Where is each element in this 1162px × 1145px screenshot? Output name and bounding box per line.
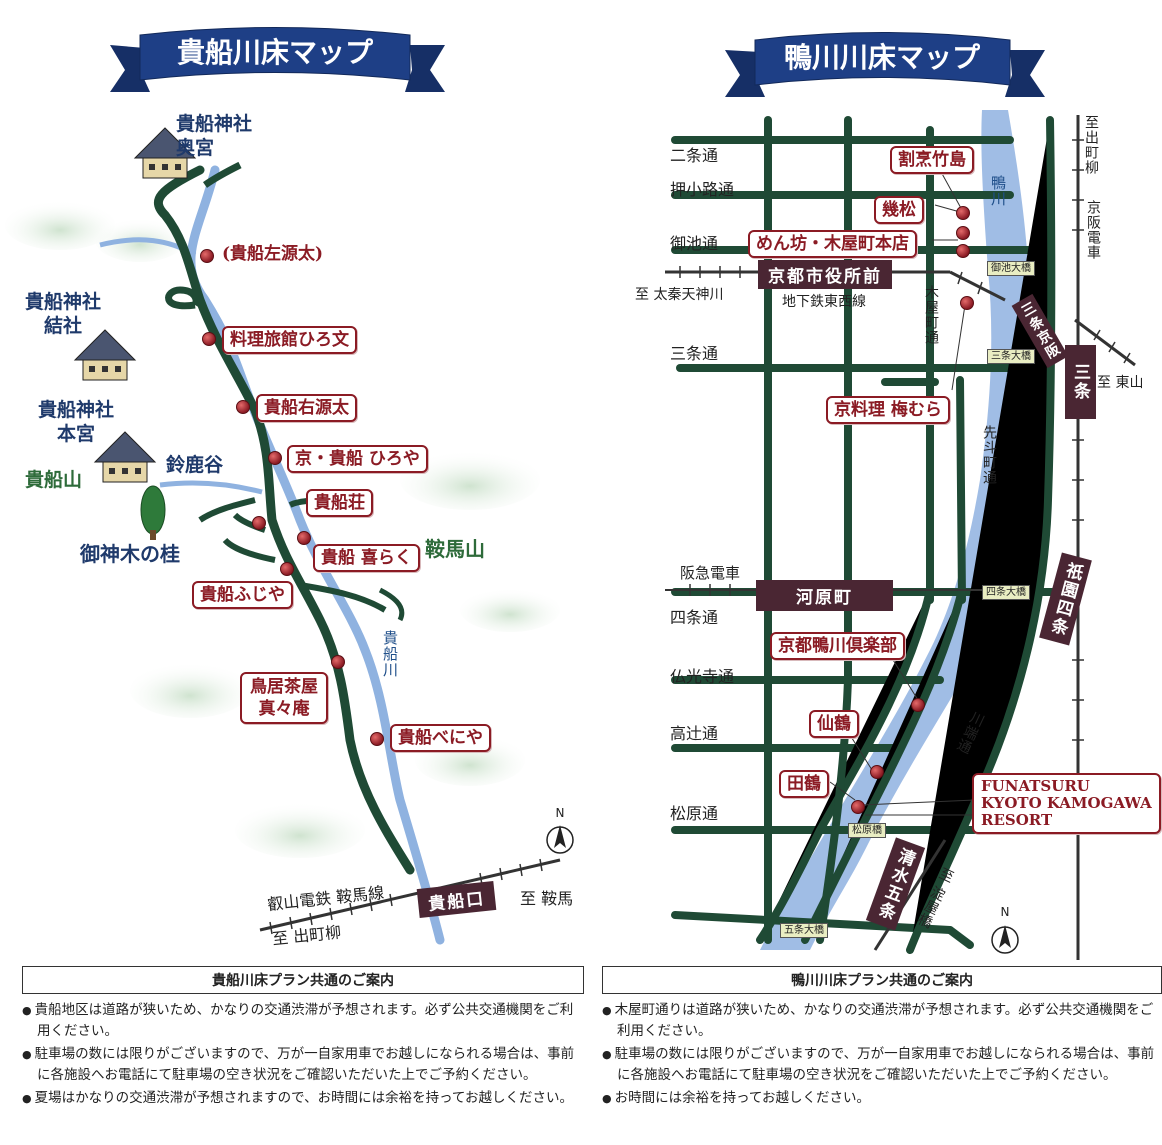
kibune-river (186, 165, 445, 945)
place-goshinboku: 御神木の桂 (80, 542, 180, 566)
shop-kibune-sagenta[interactable]: (貴船左源太) (216, 242, 330, 266)
bridge-oike: 御池大橋 (987, 261, 1035, 276)
kibune-railway (259, 858, 561, 935)
shop-kibunesou[interactable]: 貴船荘 (306, 489, 373, 517)
hills (5, 200, 560, 858)
kamogawa-banner-title: 鴨川川床マップ (784, 41, 981, 74)
shop-senkaku[interactable]: 仙鶴 (809, 710, 859, 738)
street-shijo: 四条通 (670, 608, 719, 627)
street-matsubara: 松原通 (670, 804, 719, 823)
kibune-road (154, 165, 415, 875)
street-oike: 御池通 (670, 234, 719, 253)
shop-pin[interactable] (911, 698, 925, 712)
shop-pin[interactable] (297, 531, 311, 545)
leader-lines (829, 169, 976, 816)
bridge-matsubara: 松原橋 (848, 823, 886, 838)
shop-kamogawa-club[interactable]: 京都鴨川倶楽部 (770, 632, 905, 660)
kibune-map: 貴船川床マップ (0, 0, 590, 960)
pontocho-street-label: 先斗町通 (981, 425, 997, 485)
kamogawa-notice-list: 木屋町通りは道路が狭いため、かなりの交通渋滞が予想されます。必ず公共交通機関をご… (602, 1000, 1162, 1109)
shop-pin[interactable] (236, 400, 250, 414)
kamogawa-river-label: 鴨川 (989, 175, 1007, 207)
shop-ikumatsu[interactable]: 幾松 (874, 196, 924, 224)
kibune-banner: 貴船川床マップ (110, 27, 445, 92)
street-sanjo: 三条通 (670, 344, 719, 363)
street-nijo: 二条通 (670, 146, 719, 165)
shrine-hongu-icon (93, 431, 157, 483)
station-sanjo[interactable]: 三条 (1065, 345, 1096, 419)
shop-kappo-takeshima[interactable]: 割烹竹島 (890, 146, 974, 174)
hankyu-label: 阪急電車 (680, 564, 741, 582)
shop-beniya[interactable]: 貴船べにや (390, 724, 491, 752)
tozai-line-label: 地下鉄東西線 (782, 294, 866, 310)
shop-umemura[interactable]: 京料理 梅むら (826, 396, 950, 424)
kibune-banner-title: 貴船川床マップ (177, 36, 374, 69)
shop-shinshinan[interactable]: 鳥居茶屋 真々庵 (240, 672, 328, 724)
shrine-okumiya-label: 貴船神社 奥宮 (176, 113, 253, 159)
river-kibune-label: 貴船川 (381, 630, 399, 678)
place-kibuneyama: 貴船山 (25, 469, 83, 491)
to-demachiyanagi-label: 至出町柳 (1083, 115, 1099, 175)
shop-tazuru[interactable]: 田鶴 (779, 770, 829, 798)
shop-pin[interactable] (370, 732, 384, 746)
to-uzumasa-label: 至 太秦天神川 (635, 287, 724, 303)
kiyamachi-street-label: 木屋町通 (923, 285, 939, 345)
place-kuramayama: 鞍馬山 (425, 537, 485, 561)
kibune-notice-title: 貴船川床プラン共通のご案内 (22, 966, 584, 994)
shop-fujiya[interactable]: 貴船ふじや (192, 581, 293, 609)
shop-pin[interactable] (202, 332, 216, 346)
street-oshikoji: 押小路通 (670, 180, 735, 199)
shop-pin[interactable] (331, 655, 345, 669)
bridge-sanjo: 三条大橋 (987, 349, 1035, 364)
tree-icon (140, 485, 166, 540)
shop-hirobun[interactable]: 料理旅館ひろ文 (222, 326, 357, 354)
shop-pin[interactable] (280, 562, 294, 576)
list-item: 夏場はかなりの交通渋滞が予想されますので、お時間には余裕を持ってお越しください。 (22, 1088, 584, 1109)
kamogawa-map: 鴨川川床マップ (590, 0, 1162, 960)
place-suzukadani: 鈴鹿谷 (166, 454, 224, 476)
kamogawa-notice: 鴨川川床プラン共通のご案内 木屋町通りは道路が狭いため、かなりの交通渋滞が予想さ… (602, 966, 1162, 1112)
shrine-hongu-label: 貴船神社 本宮 (38, 399, 115, 445)
to-kurama-label: 至 鞍馬 (520, 889, 574, 908)
shrine-okumiya-icon (133, 127, 197, 179)
shop-pin[interactable] (268, 451, 282, 465)
shop-funatsuru[interactable]: FUNATSURU KYOTO KAMOGAWA RESORT (972, 773, 1161, 834)
north-arrow-icon (991, 925, 1019, 954)
street-bukkoji: 仏光寺通 (670, 667, 735, 686)
shop-pin[interactable] (252, 516, 266, 530)
shrine-yuinoyashiro-icon (73, 329, 137, 381)
shop-pin[interactable] (200, 249, 214, 263)
shop-kibune-ugenta[interactable]: 貴船右源太 (256, 394, 357, 422)
kamogawa-notice-title: 鴨川川床プラン共通のご案内 (602, 966, 1162, 994)
list-item: 駐車場の数には限りがございますので、万が一自家用車でお越しになられる場合は、事前… (602, 1044, 1162, 1085)
street-takatsuji: 高辻通 (670, 724, 719, 743)
shop-menbou[interactable]: めん坊・木屋町本店 (748, 230, 917, 258)
bridge-shijo: 四条大橋 (982, 585, 1030, 600)
shop-hiroya[interactable]: 京・貴船 ひろや (287, 445, 428, 473)
shrine-yuinoyashiro-label: 貴船神社 結社 (25, 291, 102, 337)
bridge-gojo: 五条大橋 (780, 923, 828, 938)
kamogawa-north-label: N (1000, 905, 1010, 919)
north-arrow-icon (546, 825, 574, 854)
kibune-notice: 貴船川床プラン共通のご案内 貴船地区は道路が狭いため、かなりの交通渋滞が予想され… (22, 966, 584, 1112)
shop-pin[interactable] (956, 206, 970, 220)
shop-pin[interactable] (870, 765, 884, 779)
station-kawaramachi[interactable]: 河原町 (756, 580, 893, 611)
shop-pin[interactable] (960, 296, 974, 310)
station-shiyakushomae[interactable]: 京都市役所前 (758, 260, 892, 289)
kibune-notice-list: 貴船地区は道路が狭いため、かなりの交通渋滞が予想されます。必ず公共交通機関をご利… (22, 1000, 584, 1109)
keihan-label: 京阪電車 (1085, 200, 1101, 260)
shop-pin[interactable] (956, 226, 970, 240)
list-item: 駐車場の数には限りがございますので、万が一自家用車でお越しになられる場合は、事前… (22, 1044, 584, 1085)
kibune-map-graphics: 貴船川床マップ (5, 27, 574, 945)
list-item: 貴船地区は道路が狭いため、かなりの交通渋滞が予想されます。必ず公共交通機関をご利… (22, 1000, 584, 1041)
list-item: 木屋町通りは道路が狭いため、かなりの交通渋滞が予想されます。必ず公共交通機関をご… (602, 1000, 1162, 1041)
kibune-north-label: N (555, 806, 565, 820)
shop-pin[interactable] (956, 244, 970, 258)
shop-kiraku[interactable]: 貴船 喜らく (313, 544, 420, 572)
kamogawa-banner: 鴨川川床マップ (725, 32, 1045, 97)
to-higashiyama-label: 至 東山 (1097, 375, 1144, 391)
shop-pin[interactable] (851, 800, 865, 814)
list-item: お時間には余裕を持ってお越しください。 (602, 1088, 1162, 1109)
